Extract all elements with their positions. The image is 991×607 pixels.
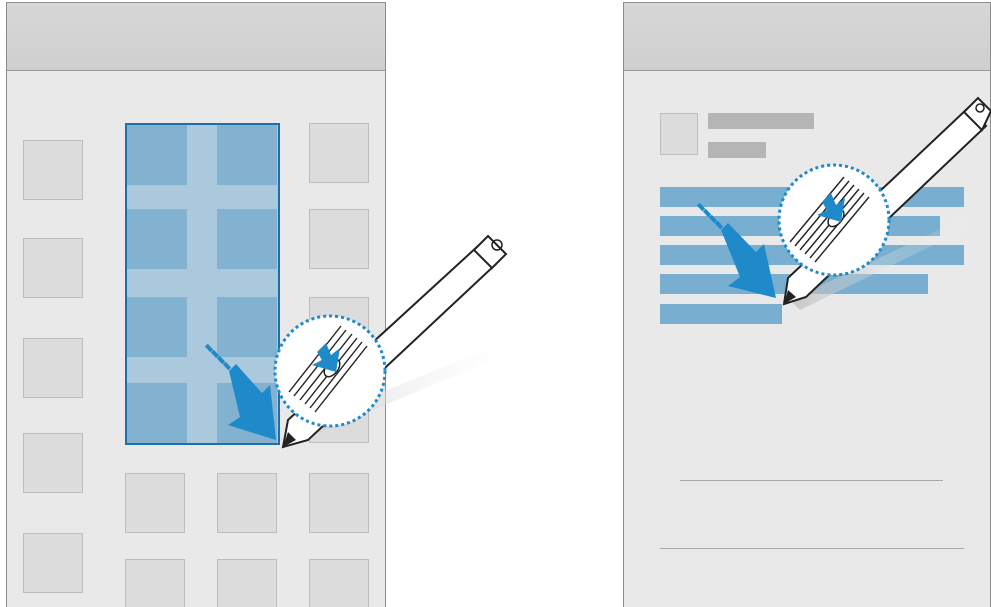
- drag-arrow-icon: [697, 203, 776, 298]
- pen-button-magnifier-icon: [779, 165, 889, 275]
